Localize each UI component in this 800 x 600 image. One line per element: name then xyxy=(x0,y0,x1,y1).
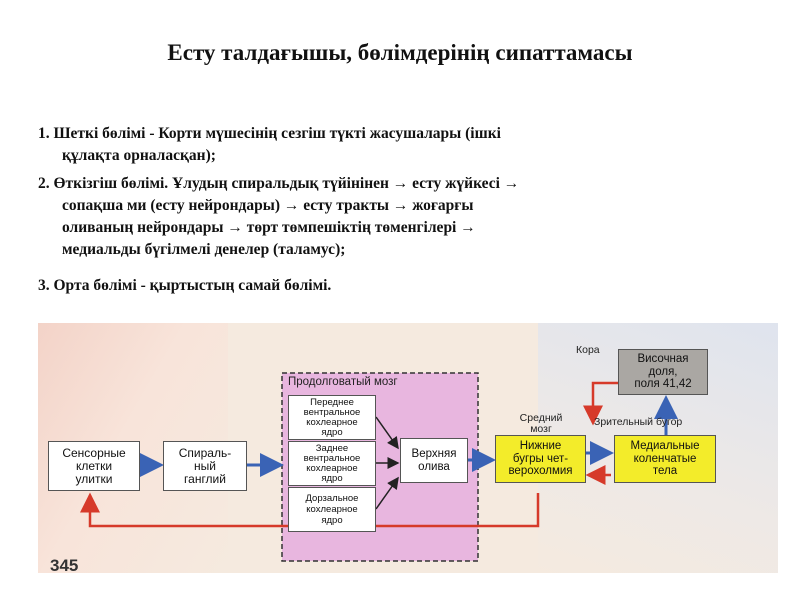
dors-line-1: Дорзальное xyxy=(305,493,359,504)
midbrain-label: Средний мозг xyxy=(506,413,576,435)
olive-line-1: Верхняя xyxy=(411,447,457,460)
coll-line-1: Нижние xyxy=(519,440,562,453)
item-2-line-1: 2. Өткізгіш бөлімі. Ұлудың спиральдық тү… xyxy=(38,175,520,192)
inferior-colliculi-box: Нижние бугры чет- верохолмия xyxy=(495,435,586,483)
sensory-line-2: клетки xyxy=(75,458,113,473)
auditory-pathway-figure: Сенсорные клетки улитки Спираль- ный ган… xyxy=(38,323,778,573)
arrow-dorsal-to-olive xyxy=(375,476,399,510)
posterior-ventral-nucleus-box: Заднее вентральное кохлеарное ядро xyxy=(288,441,376,486)
ant-line-1: Переднее xyxy=(310,396,354,408)
coll-line-2: бугры чет- xyxy=(512,452,569,465)
spiral-line-1: Спираль- xyxy=(178,445,232,460)
ant-line-4: ядро xyxy=(321,426,343,438)
list-item-central: 3. Орта бөлімі - қыртыстың самай бөлімі. xyxy=(38,275,768,297)
midbrain-line-2: мозг xyxy=(530,423,552,435)
temporal-lobe-box: Височная доля, поля 41,42 xyxy=(618,349,708,395)
dors-line-3: ядро xyxy=(321,515,343,526)
item-2-line-4: медиальды бүгілмелі денелер (таламус); xyxy=(62,241,346,258)
post-line-2: вентральное xyxy=(303,452,361,464)
slide-title: Есту талдағышы, бөлімдерінің сипаттамасы xyxy=(167,40,633,65)
page-number: 345 xyxy=(50,556,79,573)
item-1-line-1: 1. Шеткі бөлімі - Корти мүшесінің сезгіш… xyxy=(38,125,501,142)
spiral-line-2: ный xyxy=(194,458,216,473)
temp-line-1: Височная xyxy=(637,353,689,366)
post-line-4: ядро xyxy=(321,472,343,484)
gen-line-1: Медиальные xyxy=(630,440,700,453)
post-line-3: кохлеарное xyxy=(306,462,358,474)
dorsal-nucleus-box: Дорзальное кохлеарное ядро xyxy=(288,487,376,532)
gen-line-3: тела xyxy=(652,465,678,478)
midbrain-line-1: Средний xyxy=(519,412,563,424)
sensory-line-3: улитки xyxy=(75,471,113,486)
superior-olive-box: Верхняя олива xyxy=(400,438,468,483)
medulla-label: Продолговатый мозг xyxy=(288,376,398,388)
item-2-line-3: оливаның нейрондары → төрт төмпешіктің т… xyxy=(62,219,476,236)
olive-line-2: олива xyxy=(418,460,450,473)
temp-line-2: доля, xyxy=(648,365,678,378)
dors-line-2: кохлеарное xyxy=(306,504,358,515)
list-item-conducting: 2. Өткізгіш бөлімі. Ұлудың спиральдық тү… xyxy=(38,173,768,261)
item-2-line-2: сопақша ми (есту нейрондары) → есту трак… xyxy=(62,197,474,214)
sensory-cells-box: Сенсорные клетки улитки xyxy=(48,441,140,491)
coll-line-3: верохолмия xyxy=(508,465,573,478)
item-1-line-2: құлақта орналасқан); xyxy=(62,147,216,164)
arrow-anterior-to-olive xyxy=(375,416,399,450)
item-3-line-1: 3. Орта бөлімі - қыртыстың самай бөлімі. xyxy=(38,277,332,294)
spiral-line-3: ганглий xyxy=(184,471,226,486)
list-item-peripheral: 1. Шеткі бөлімі - Корти мүшесінің сезгіш… xyxy=(38,123,768,167)
gen-line-2: коленчатые xyxy=(633,452,697,465)
post-line-1: Заднее xyxy=(315,442,349,454)
spiral-ganglion-box: Спираль- ный ганглий xyxy=(163,441,247,491)
anterior-ventral-nucleus-box: Переднее вентральное кохлеарное ядро xyxy=(288,395,376,440)
thalamus-label: Зрительный бугор xyxy=(594,416,683,428)
temp-line-3: поля 41,42 xyxy=(634,378,692,391)
arrow-cortex-feedback xyxy=(583,381,618,426)
ant-line-2: вентральное xyxy=(303,406,361,418)
medial-geniculate-box: Медиальные коленчатые тела xyxy=(614,435,716,483)
sensory-line-1: Сенсорные xyxy=(62,445,126,460)
cortex-label: Кора xyxy=(576,344,600,356)
ant-line-3: кохлеарное xyxy=(306,416,358,428)
